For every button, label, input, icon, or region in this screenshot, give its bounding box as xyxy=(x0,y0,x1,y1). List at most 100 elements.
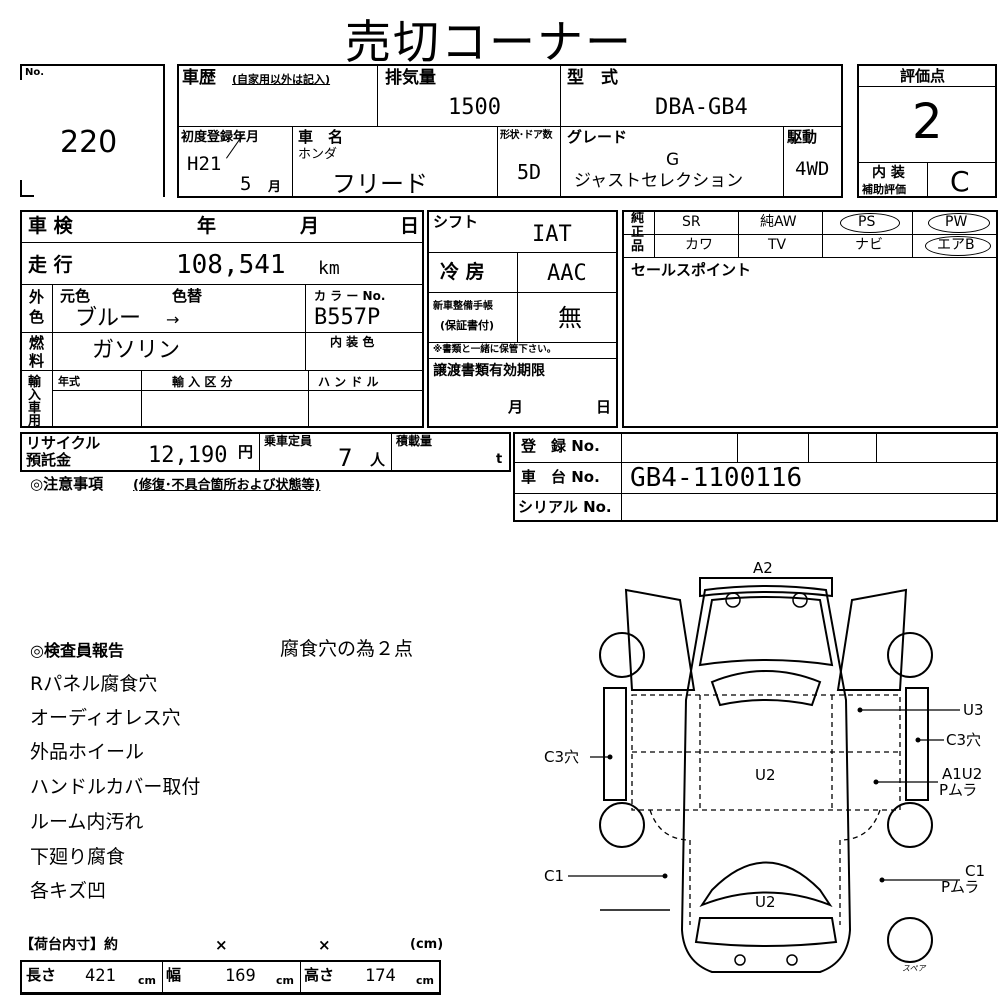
cargo-height-unit: cm xyxy=(416,974,434,987)
car-name-value: フリード xyxy=(332,170,428,198)
drive-label: 駆動 xyxy=(787,128,818,146)
cargo-length-unit: cm xyxy=(138,974,156,987)
genuine-item-leather: カワ xyxy=(685,237,713,253)
fuel-label-2: 料 xyxy=(29,352,45,370)
grade-line1: G xyxy=(666,150,680,170)
doors-value: 5D xyxy=(517,160,542,184)
interior-color-label: 内 装 色 xyxy=(330,335,375,349)
ps-circle xyxy=(840,213,900,233)
report-item: 外品ホイール xyxy=(30,741,145,763)
serial-label: シリアル No. xyxy=(518,498,612,516)
recycle-value: 12,190 xyxy=(148,443,228,468)
drive-value: 4WD xyxy=(795,158,830,180)
cargo-width: 169 xyxy=(225,966,256,986)
mileage-label: 走 行 xyxy=(28,254,73,276)
interior-label-1: 内 装 xyxy=(872,165,905,181)
first-reg-month-unit: 月 xyxy=(268,180,282,195)
first-reg-era: H21 xyxy=(187,153,222,175)
genuine-item-aw: 純AW xyxy=(760,214,797,230)
recycle-label-1: リサイクル xyxy=(26,434,101,452)
car-diagram xyxy=(568,577,960,973)
genuine-item-pw: PW xyxy=(945,214,968,230)
rating-value: 2 xyxy=(912,94,943,150)
page-title: 売切コーナー xyxy=(345,15,633,69)
report-summary: 腐食穴の為２点 xyxy=(280,638,414,660)
cargo-unit: (cm) xyxy=(410,937,444,952)
warranty-label-1: 新車整備手帳 xyxy=(433,301,493,312)
cargo-x1: × xyxy=(215,936,228,954)
inspection-box xyxy=(20,210,424,428)
genuine-item-airbag: エアB xyxy=(937,237,975,253)
orig-color-value: ブルー xyxy=(75,306,142,331)
grade-line2: ジャストセレクション xyxy=(574,171,744,191)
capacity-unit: 人 xyxy=(370,451,386,469)
damage-u2-bottom: U2 xyxy=(755,893,776,911)
report-item: Rパネル腐食穴 xyxy=(30,673,158,695)
transfer-label: 譲渡書類有効期限 xyxy=(433,363,545,379)
registration-box xyxy=(513,432,998,522)
genuine-label: 純正品 xyxy=(631,211,645,254)
import-category-label: 輸 入 区 分 xyxy=(172,375,233,389)
options-box xyxy=(622,210,998,428)
interior-label-2: 補助評価 xyxy=(862,183,906,196)
damage-a2: A2 xyxy=(753,559,773,577)
damage-u3: U3 xyxy=(963,701,984,719)
interior-value: C xyxy=(950,165,970,198)
load-unit: t xyxy=(496,452,503,467)
doors-label: 形状･ドア数 xyxy=(500,130,553,141)
inspection-day: 日 xyxy=(400,215,420,237)
report-item: 下廻り腐食 xyxy=(30,846,126,868)
recycle-unit: 円 xyxy=(238,443,254,461)
rating-label: 評価点 xyxy=(900,67,946,85)
shift-box xyxy=(427,210,618,428)
airbag-circle xyxy=(925,236,991,256)
import-year-label: 年式 xyxy=(58,375,80,388)
no-label: No. xyxy=(25,67,45,78)
caution-label: ◎注意事項 xyxy=(30,475,104,493)
displacement-label: 排気量 xyxy=(385,68,436,88)
damage-c3-left: C3穴 xyxy=(544,748,580,766)
damage-p-mura-1: Pムラ xyxy=(939,781,978,799)
capacity-label: 乗車定員 xyxy=(264,434,313,448)
mileage-unit: km xyxy=(318,258,340,279)
cargo-height-label: 高さ xyxy=(304,966,335,984)
first-reg-label: 初度登録年月 xyxy=(181,130,260,145)
warranty-value: 無 xyxy=(558,304,582,332)
fuel-value: ガソリン xyxy=(92,338,181,363)
cargo-height: 174 xyxy=(365,966,396,986)
import-handle-label: ハ ン ド ル xyxy=(318,375,379,389)
exterior-label-2: 色 xyxy=(29,308,45,326)
damage-p-mura-2: Pムラ xyxy=(941,878,980,896)
ac-label: 冷 房 xyxy=(440,261,485,283)
vehicle-info-box xyxy=(177,64,843,198)
model-label: 型 式 xyxy=(567,68,618,88)
car-maker: ホンダ xyxy=(298,147,338,162)
transfer-month: 月 xyxy=(508,398,524,416)
history-label: 車歴 xyxy=(182,68,216,88)
cargo-width-label: 幅 xyxy=(166,966,182,984)
history-note: (自家用以外は記入) xyxy=(232,73,331,86)
pw-circle xyxy=(928,213,990,233)
inspection-month: 月 xyxy=(300,215,320,237)
inspection-label: 車 検 xyxy=(28,215,73,237)
color-change-arrow: → xyxy=(166,310,180,329)
genuine-item-navi: ナビ xyxy=(855,237,883,253)
no-box xyxy=(20,64,165,197)
cargo-length: 421 xyxy=(85,966,116,986)
report-item: ハンドルカバー取付 xyxy=(30,776,201,798)
warranty-note: ※書類と一緒に保管下さい。 xyxy=(433,344,557,355)
import-label: 輸入車用 xyxy=(28,375,42,429)
color-change-label: 色替 xyxy=(172,287,203,305)
report-item: 各キズ凹 xyxy=(30,880,107,902)
genuine-item-tv: TV xyxy=(768,237,787,253)
cargo-label: 【荷台内寸】約 xyxy=(20,937,118,953)
damage-c1-left: C1 xyxy=(544,867,565,885)
displacement-value: 1500 xyxy=(448,95,501,120)
shift-value: IAT xyxy=(532,222,572,247)
ac-value: AAC xyxy=(547,261,587,286)
capacity-value: 7 xyxy=(338,444,353,472)
report-title: ◎検査員報告 xyxy=(30,641,124,660)
no-value: 220 xyxy=(60,125,118,160)
car-name-label: 車 名 xyxy=(298,128,344,146)
transfer-day: 日 xyxy=(596,398,612,416)
